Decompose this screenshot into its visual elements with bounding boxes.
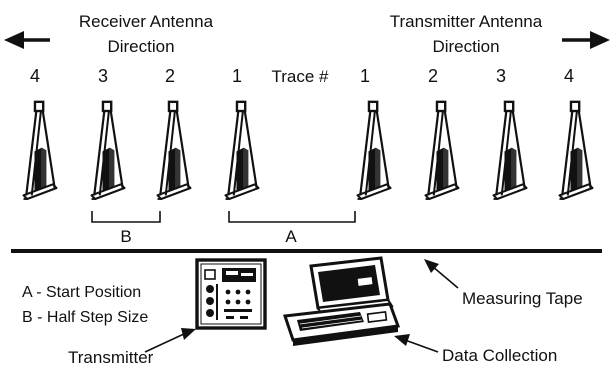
transmitter-label: Transmitter — [68, 348, 154, 366]
transmitter-unit-icon — [195, 258, 267, 330]
bracket-b-label: B — [120, 227, 131, 246]
bracket-a — [228, 211, 356, 223]
receiver-antenna-4 — [22, 100, 58, 201]
transmitter-trace-4: 4 — [564, 66, 574, 86]
bracket-a-label: A — [285, 227, 297, 246]
transmitter-trace-2: 2 — [428, 66, 438, 86]
receiver-trace-3: 3 — [98, 66, 108, 86]
bracket-b — [91, 211, 161, 223]
transmitter-antenna-3 — [492, 100, 528, 201]
measuring-tape-line — [11, 249, 602, 253]
data-collection-arrow-icon — [394, 334, 439, 353]
transmitter-trace-1: 1 — [360, 66, 370, 86]
measuring-tape-label: Measuring Tape — [462, 289, 583, 308]
transmitter-direction-line1: Transmitter Antenna — [390, 12, 543, 31]
receiver-antenna-3 — [90, 100, 126, 201]
data-collection-laptop-icon — [282, 256, 401, 346]
legend-b: B - Half Step Size — [22, 309, 148, 326]
receiver-trace-4: 4 — [30, 66, 40, 86]
receiver-trace-2: 2 — [165, 66, 175, 86]
measuring-tape-arrow-icon — [424, 259, 459, 289]
right-arrow-icon — [562, 31, 610, 49]
transmitter-antenna-1 — [356, 100, 392, 201]
receiver-antenna-1 — [224, 100, 260, 201]
trace-number-label: Trace # — [271, 67, 329, 86]
receiver-direction-line1: Receiver Antenna — [79, 12, 214, 31]
transmitter-arrow-icon — [144, 328, 196, 353]
receiver-direction-line2: Direction — [107, 37, 174, 56]
receiver-antenna-2 — [156, 100, 192, 201]
transmitter-direction-line2: Direction — [432, 37, 499, 56]
transmitter-antenna-2 — [424, 100, 460, 201]
legend-a: A - Start Position — [22, 284, 141, 301]
receiver-trace-1: 1 — [232, 66, 242, 86]
data-collection-label: Data Collection — [442, 346, 557, 365]
transmitter-trace-3: 3 — [496, 66, 506, 86]
left-arrow-icon — [4, 31, 50, 49]
transmitter-antenna-4 — [558, 100, 594, 201]
